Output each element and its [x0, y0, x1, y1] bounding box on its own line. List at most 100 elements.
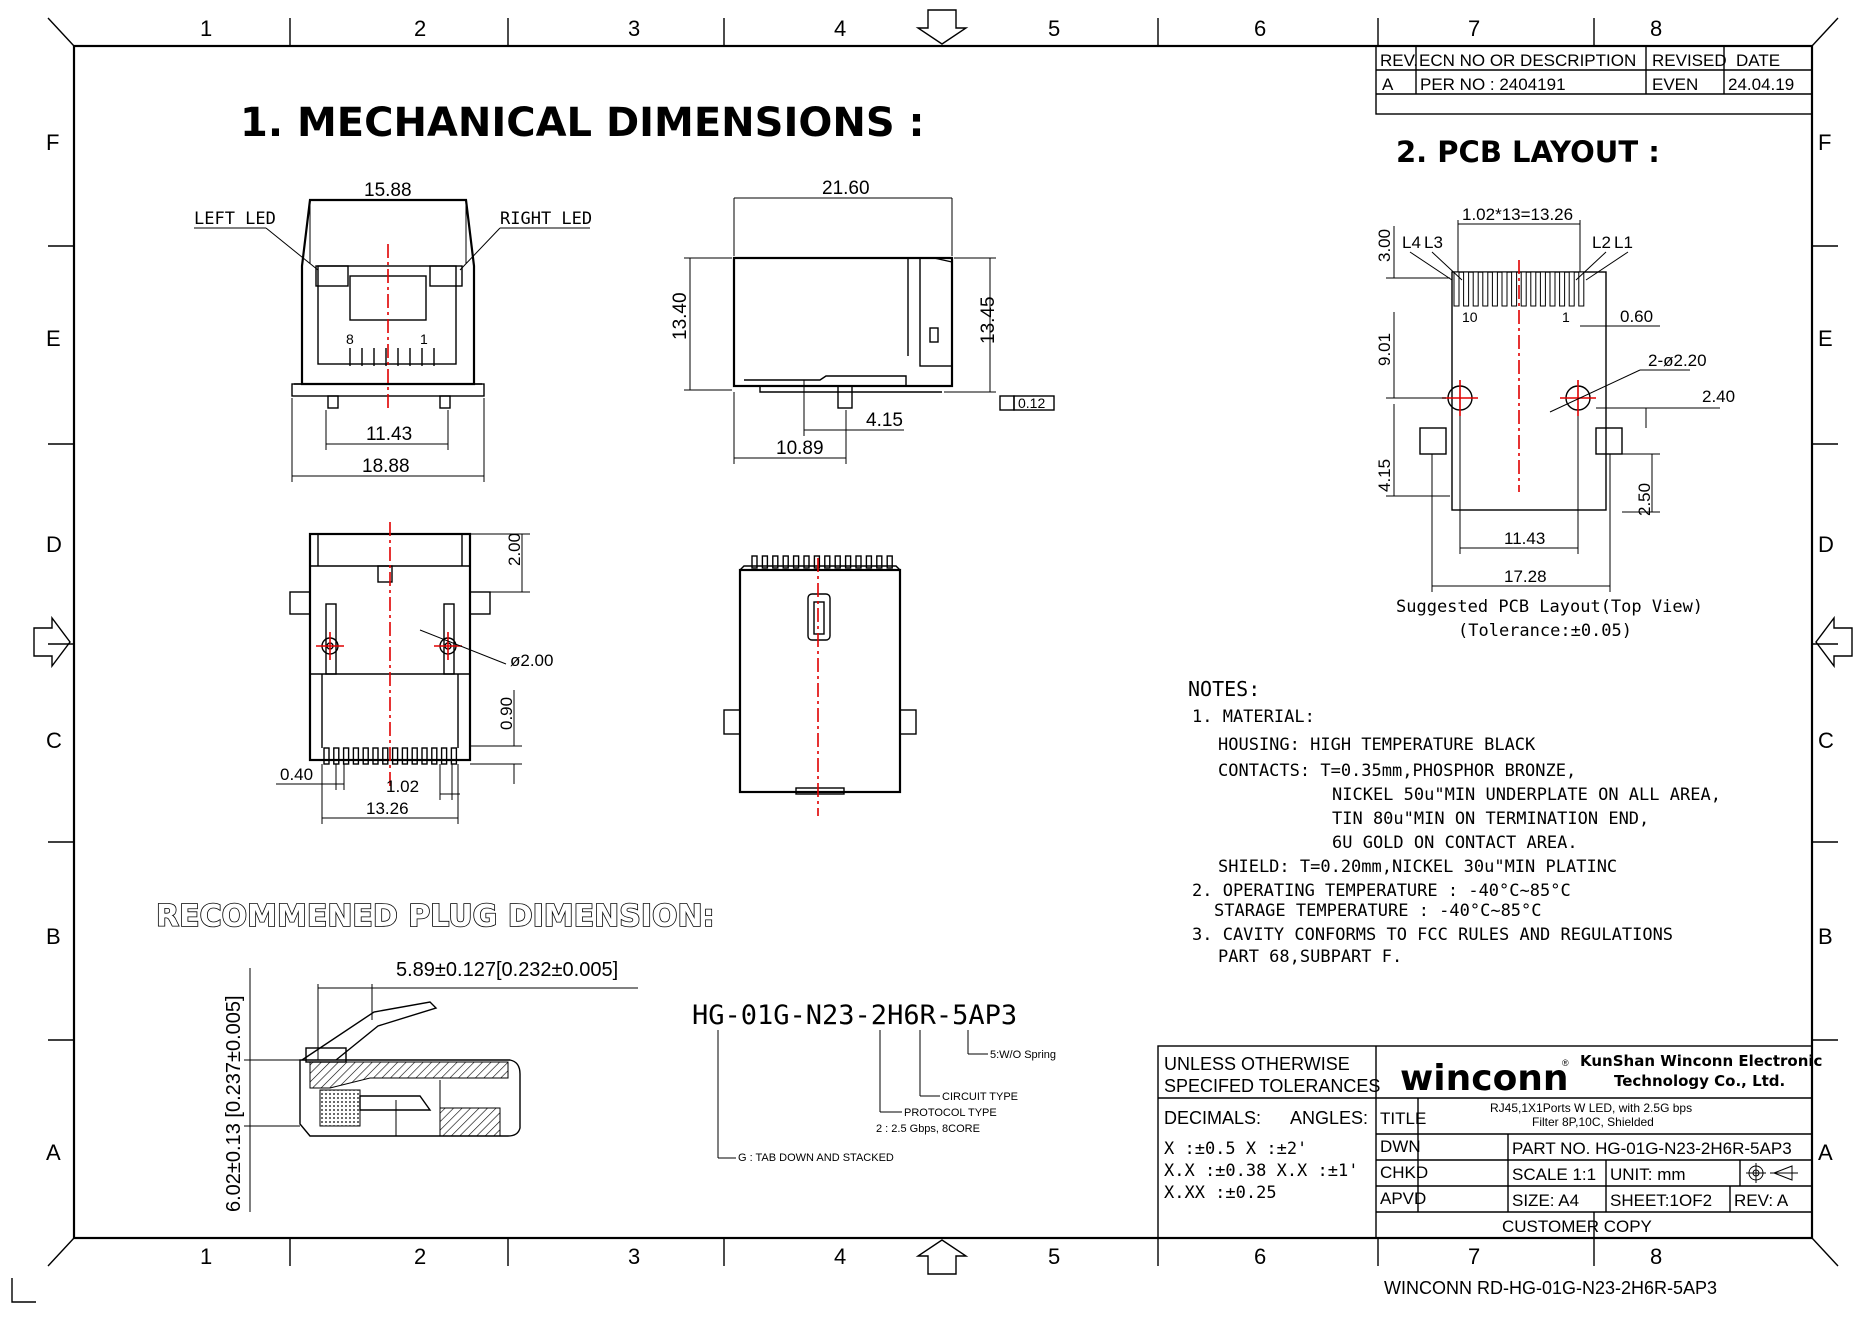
- col-label: 8: [1650, 16, 1662, 41]
- label-l1: L1: [1614, 233, 1633, 252]
- rev-header: REV.: [1380, 51, 1418, 70]
- rev-cell: A: [1382, 75, 1394, 94]
- row-label: F: [46, 130, 59, 155]
- plug-title: RECOMMENED PLUG DIMENSION:: [156, 899, 715, 934]
- code-protocol-value: 2 : 2.5 Gbps, 8CORE: [876, 1123, 980, 1135]
- size: SIZE: A4: [1512, 1191, 1579, 1210]
- pin: [391, 747, 399, 765]
- pin: [886, 555, 893, 569]
- plug-width: 5.89±0.127[0.232±0.005]: [396, 959, 618, 981]
- row-label: D: [46, 532, 62, 557]
- col-label: 2: [414, 16, 426, 41]
- tol-title: SPECIFED TOLERANCES: [1164, 1076, 1380, 1096]
- note-line: 3. CAVITY CONFORMS TO FCC RULES AND REGU…: [1192, 925, 1673, 945]
- pcb-pad: [1559, 271, 1566, 307]
- pin: [876, 555, 883, 569]
- pcb-pad: [1539, 271, 1546, 307]
- pin: [855, 555, 862, 569]
- corner-mark: [11, 1278, 36, 1303]
- pad10-label: 10: [1462, 309, 1478, 325]
- col-label: 2: [414, 1244, 426, 1269]
- sheet: SHEET:1OF2: [1610, 1191, 1712, 1210]
- pcb-pad: [1549, 271, 1556, 307]
- pin: [844, 555, 852, 569]
- row-label: B: [46, 924, 61, 949]
- note-line: 1. MATERIAL:: [1192, 707, 1315, 727]
- pin1-label: 1: [420, 331, 428, 347]
- flatness: 0.12: [1018, 395, 1045, 411]
- pin: [421, 747, 428, 765]
- apvd-label: APVD: [1380, 1189, 1426, 1208]
- chkd-label: CHKD: [1380, 1163, 1428, 1182]
- part-code: HG-01G-N23-2H6R-5AP3: [692, 1000, 1017, 1031]
- col-label: 3: [628, 1244, 640, 1269]
- pcb-pad: [1472, 271, 1479, 307]
- plug-height: 6.02±0.13 [0.237±0.005]: [223, 995, 245, 1212]
- dim-2-00: 2.00: [505, 533, 524, 566]
- rear-view: [723, 555, 917, 816]
- pin: [761, 555, 769, 569]
- dwn-label: DWN: [1380, 1137, 1421, 1156]
- note-line: SHIELD: T=0.20mm,NICKEL 30u"MIN PLATINC: [1218, 857, 1617, 877]
- label-l4: L4: [1402, 233, 1421, 252]
- pin: [333, 747, 340, 765]
- code-tab: G : TAB DOWN AND STACKED: [738, 1152, 894, 1164]
- company-name: KunShan Winconn Electronic: [1580, 1052, 1822, 1070]
- dim-0-60: 0.60: [1620, 307, 1653, 326]
- col-label: 3: [628, 16, 640, 41]
- col-label: 1: [200, 1244, 212, 1269]
- pcb-tolerance: (Tolerance:±0.05): [1458, 621, 1632, 641]
- col-label: 6: [1254, 1244, 1266, 1269]
- company-name: Technology Co., Ltd.: [1614, 1072, 1785, 1090]
- row-labels: F E D C B A F E D C B A: [46, 130, 1834, 1165]
- dim-13-26: 13.26: [366, 799, 409, 818]
- pin: [401, 747, 409, 765]
- pin: [362, 747, 369, 765]
- pin: [824, 555, 831, 569]
- rev: REV: A: [1734, 1191, 1789, 1210]
- dim-21-60: 21.60: [822, 178, 870, 199]
- pin: [772, 555, 779, 569]
- col-label: 6: [1254, 16, 1266, 41]
- col-label: 4: [834, 1244, 846, 1269]
- row-label: F: [1818, 130, 1831, 155]
- note-line: HOUSING: HIGH TEMPERATURE BLACK: [1218, 735, 1536, 755]
- front-view: 8 1 15.88 LEFT LED RIGHT LED 11.43 18.88: [194, 180, 592, 482]
- pin: [751, 555, 758, 569]
- tol-title: UNLESS OTHERWISE: [1164, 1054, 1350, 1074]
- winconn-logo: winconn: [1400, 1058, 1569, 1099]
- right-led-label: RIGHT LED: [500, 209, 592, 229]
- left-led-label: LEFT LED: [194, 209, 276, 229]
- dim-pitch-total: 1.02*13=13.26: [1462, 205, 1573, 224]
- dim-2-40: 2.40: [1702, 387, 1735, 406]
- dim-15-88: 15.88: [364, 180, 412, 201]
- unit: UNIT: mm: [1610, 1165, 1686, 1184]
- code-circuit: CIRCUIT TYPE: [942, 1091, 1018, 1103]
- dim-holes: 2-ø2.20: [1648, 351, 1707, 370]
- revision-table: REV. ECN NO OR DESCRIPTION REVISED DATE …: [1375, 45, 1813, 115]
- rev-header: DATE: [1736, 51, 1780, 70]
- angles-label: ANGLES:: [1290, 1108, 1368, 1128]
- row-label: C: [1818, 728, 1834, 753]
- projection-symbol-icon: [1746, 1163, 1798, 1183]
- notes-title: NOTES:: [1188, 677, 1260, 701]
- title-label: TITLE: [1380, 1109, 1426, 1128]
- row-label: D: [1818, 532, 1834, 557]
- dim-10-89: 10.89: [776, 438, 824, 459]
- registered-icon: ®: [1562, 1058, 1569, 1068]
- row-label: C: [46, 728, 62, 753]
- title-block: UNLESS OTHERWISE SPECIFED TOLERANCES DEC…: [1157, 1045, 1822, 1239]
- pin: [803, 555, 810, 569]
- code-protocol: PROTOCOL TYPE: [904, 1107, 997, 1119]
- dim-9-01: 9.01: [1375, 333, 1394, 366]
- dim-3-00: 3.00: [1375, 229, 1394, 262]
- col-label: 4: [834, 16, 846, 41]
- mechanical-title: 1. MECHANICAL DIMENSIONS :: [240, 100, 925, 146]
- tol-xx: X.X :±0.38 X.X :±1': [1164, 1161, 1358, 1181]
- col-label: 8: [1650, 1244, 1662, 1269]
- dim-18-88: 18.88: [362, 456, 410, 477]
- title-value: Filter 8P,10C, Shielded: [1532, 1115, 1654, 1129]
- dim-4-15-pcb: 4.15: [1375, 459, 1394, 492]
- pcb-title: 2. PCB LAYOUT :: [1396, 135, 1660, 169]
- label-l3: L3: [1424, 233, 1443, 252]
